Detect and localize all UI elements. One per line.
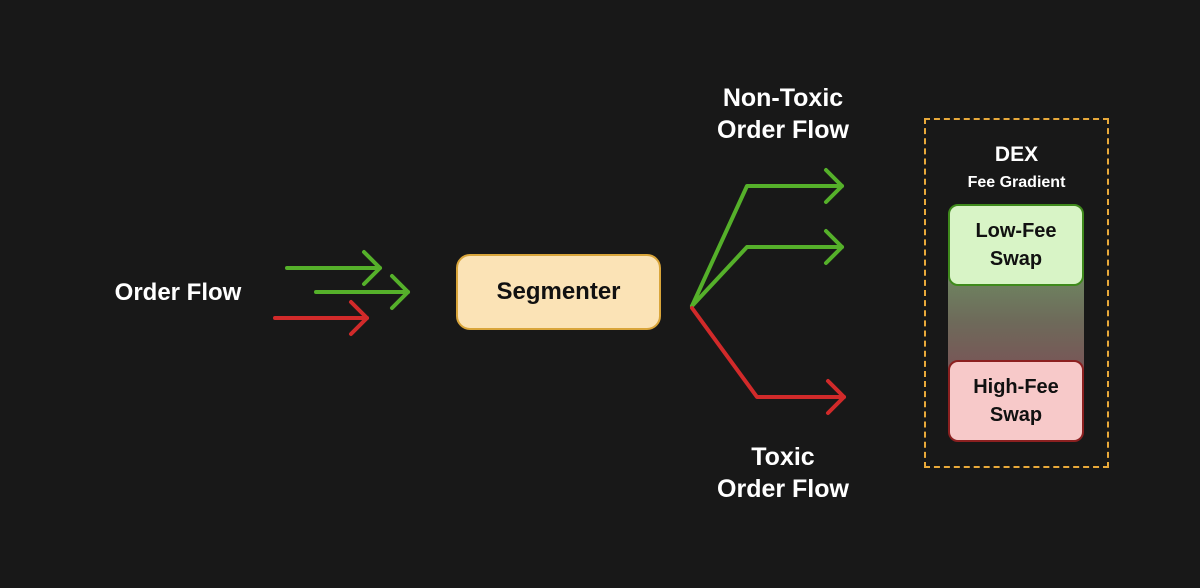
fee-gradient-subtitle: Fee Gradient xyxy=(967,174,1066,191)
low-fee-swap-box: Low-Fee Swap xyxy=(948,204,1084,286)
dex-container xyxy=(924,118,1109,468)
input-arrow-red xyxy=(273,300,369,336)
input-arrow-green-2 xyxy=(314,274,410,310)
output-arrow-red xyxy=(690,306,846,415)
output-arrow-green-top xyxy=(690,168,844,308)
output-arrow-green-bottom xyxy=(690,229,844,308)
high-fee-swap-box: High-Fee Swap xyxy=(948,360,1084,442)
segmenter-box: Segmenter xyxy=(456,254,661,330)
toxic-order-flow-label: Toxic Order Flow xyxy=(717,443,849,503)
fee-gradient-bar xyxy=(948,268,1084,376)
high-fee-swap-label: High-Fee Swap xyxy=(973,376,1059,426)
dex-title: DEX xyxy=(994,143,1039,166)
order-flow-label: Order Flow xyxy=(114,279,242,306)
input-arrow-green-1 xyxy=(285,250,382,286)
non-toxic-order-flow-label: Non-Toxic Order Flow xyxy=(717,84,849,144)
segmenter-label: Segmenter xyxy=(496,278,621,305)
low-fee-swap-label: Low-Fee Swap xyxy=(975,220,1057,270)
